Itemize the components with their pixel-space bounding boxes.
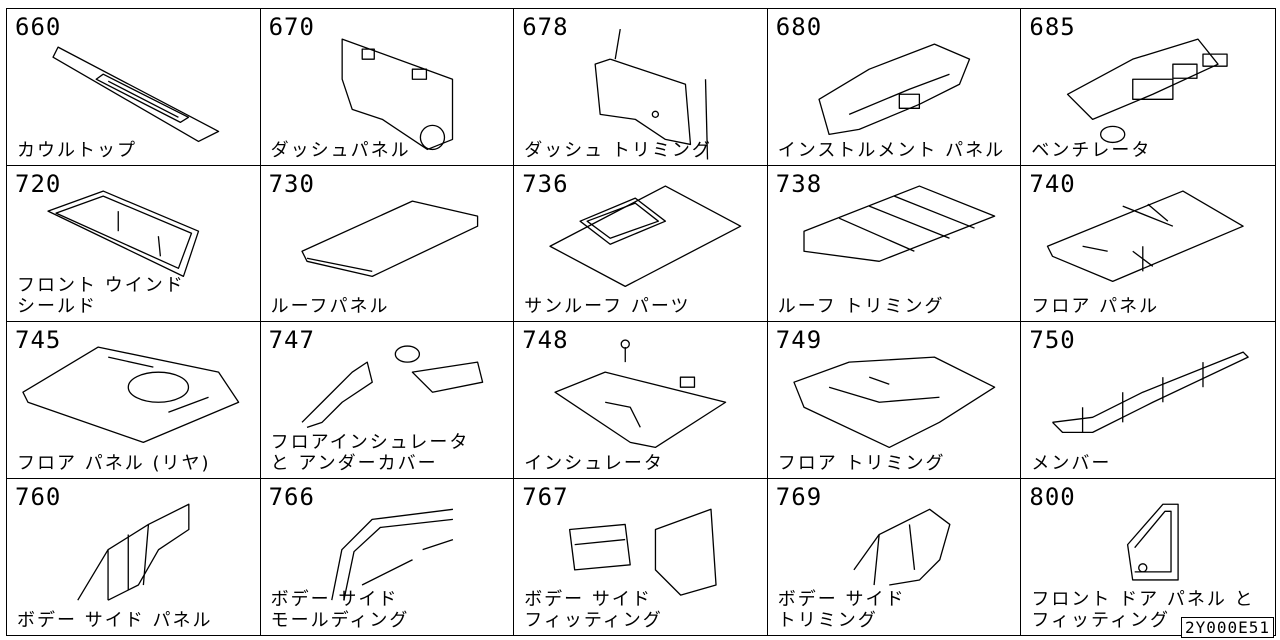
part-number: 745 (15, 326, 62, 354)
insulator-icon (554, 339, 727, 449)
part-number: 685 (1029, 13, 1076, 41)
part-number: 678 (522, 13, 569, 41)
part-cell-678[interactable]: 678 ダッシュ トリミング (514, 9, 768, 166)
part-label: ベンチレータ (1031, 139, 1152, 161)
part-label: ボデー サイド モールディング (270, 589, 410, 631)
part-cell-680[interactable]: 680 インストルメント パネル (767, 9, 1022, 166)
part-cell-760[interactable]: 760 ボデー サイド パネル (7, 478, 261, 635)
part-number: 800 (1029, 482, 1076, 511)
part-label: サンルーフ パーツ (524, 296, 691, 317)
part-label: インストルメント パネル (777, 139, 1006, 161)
part-label: ルーフパネル (270, 296, 390, 317)
part-number: 766 (268, 482, 315, 511)
part-number: 747 (268, 326, 315, 354)
part-label: フロア トリミング (777, 452, 946, 474)
side-molding-icon (330, 508, 453, 600)
part-cell-740[interactable]: 740 フロア パネル (1021, 166, 1275, 322)
part-number: 738 (775, 169, 823, 198)
part-number: 680 (775, 13, 823, 41)
part-number: 660 (15, 13, 62, 41)
front-door-icon (1127, 503, 1180, 581)
part-number: 760 (15, 482, 62, 511)
member-frame-icon (1052, 351, 1250, 434)
part-cell-685[interactable]: 685 ベンチレータ (1021, 9, 1275, 166)
part-cell-660[interactable]: 660 カウルトップ (7, 9, 261, 166)
part-number: 740 (1029, 169, 1076, 198)
part-cell-750[interactable]: 750 メンバー (1021, 322, 1275, 479)
roof-panel-icon (300, 199, 478, 277)
part-label: メンバー (1031, 452, 1112, 474)
part-number: 748 (522, 326, 569, 354)
part-number: 750 (1029, 326, 1076, 354)
part-cell-730[interactable]: 730 ルーフパネル (260, 165, 515, 322)
part-label: インシュレータ (524, 452, 664, 474)
part-label: ダッシュパネル (270, 139, 411, 161)
part-number: 670 (268, 13, 315, 41)
part-cell-738[interactable]: 738 ルーフ トリミング (767, 165, 1022, 322)
part-cell-736[interactable]: 736 サンルーフ パーツ (514, 165, 768, 322)
side-trimming-icon (853, 508, 951, 586)
part-number: 730 (268, 169, 315, 198)
part-cell-747[interactable]: 747 フロアインシュレータ と アンダーカバー (260, 322, 515, 479)
part-label: ルーフ トリミング (777, 296, 945, 317)
cowl-top-icon (52, 46, 220, 143)
part-label: フロア パネル (1031, 296, 1160, 317)
part-label: ボデー サイド トリミング (777, 589, 906, 631)
part-number: 736 (522, 169, 569, 198)
figure-code: 2Y000E51 (1180, 617, 1274, 638)
part-cell-800[interactable]: 800 フロント ドア パネル と フィッティング (1021, 479, 1275, 636)
part-cell-720[interactable]: 720 フロント ウインド シールド (7, 165, 261, 322)
rear-floor-panel-icon (22, 346, 240, 444)
floor-insulator-icon (301, 345, 483, 428)
part-label: フロント ウインド シールド (17, 275, 185, 317)
part-label: フロント ドア パネル と フィッティング (1031, 589, 1255, 631)
parts-catalog-grid: 660 カウルトップ 670 ダッシュパネル 678 ダッシュ トリミング 680 インストル… (6, 8, 1276, 636)
floor-panel-icon (1047, 189, 1245, 282)
part-cell-748[interactable]: 748 インシュレータ (514, 322, 768, 479)
part-number: 749 (775, 326, 823, 354)
part-cell-670[interactable]: 670 ダッシュパネル (260, 9, 515, 166)
part-number: 720 (15, 169, 62, 198)
body-side-panel-icon (77, 503, 190, 601)
part-number: 767 (522, 482, 569, 511)
part-cell-769[interactable]: 769 ボデー サイド トリミング (768, 478, 1022, 635)
floor-trimming-icon (793, 356, 996, 449)
windshield-icon (47, 189, 200, 277)
part-label: フロアインシュレータ と アンダーカバー (270, 431, 470, 474)
sunroof-icon (549, 184, 742, 287)
side-fitting-icon (569, 508, 717, 596)
part-label: ボデー サイド フィッティング (524, 589, 663, 631)
part-cell-749[interactable]: 749 フロア トリミング (767, 322, 1022, 479)
part-label: ダッシュ トリミング (524, 139, 712, 161)
part-number: 769 (775, 482, 823, 511)
part-label: ボデー サイド パネル (17, 610, 213, 631)
part-cell-767[interactable]: 767 ボデー サイド フィッティング (514, 478, 768, 635)
part-label: カウルトップ (17, 139, 137, 161)
ventilator-icon (1067, 38, 1229, 144)
roof-trimming-icon (803, 184, 996, 262)
part-cell-745[interactable]: 745 フロア パネル (リヤ) (7, 322, 261, 479)
instrument-panel-icon (818, 43, 970, 136)
part-cell-766[interactable]: 766 ボデー サイド モールディング (261, 478, 515, 635)
dash-panel-icon (341, 38, 453, 151)
part-label: フロア パネル (リヤ) (17, 452, 211, 474)
dash-trimming-icon (594, 28, 709, 160)
